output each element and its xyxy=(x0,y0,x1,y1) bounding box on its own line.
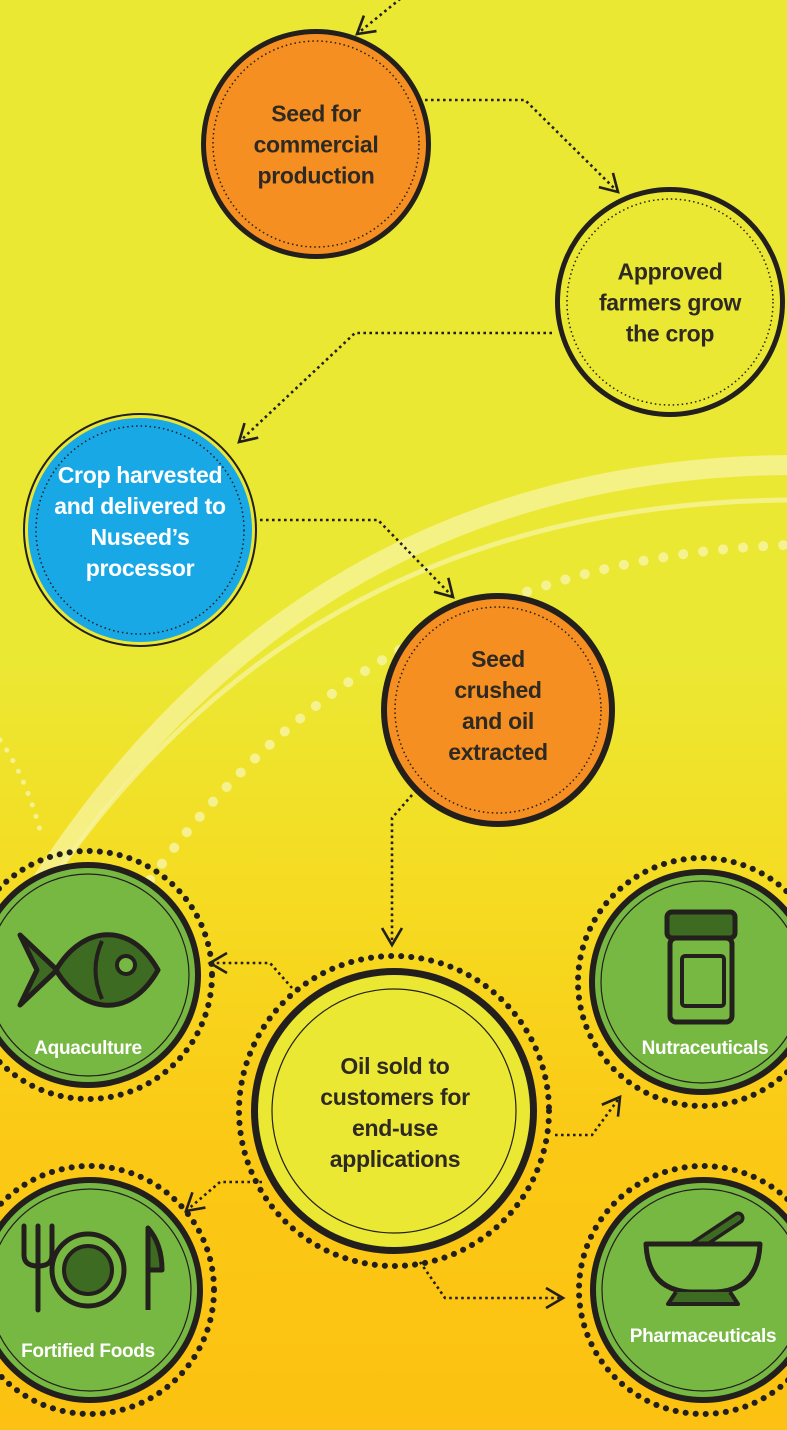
supplement-jar-icon xyxy=(664,909,738,1025)
background-arcs xyxy=(0,455,787,906)
node-aquaculture xyxy=(0,848,215,1102)
node-seed-crushed xyxy=(381,593,615,827)
application-label-fortified-foods: Fortified Foods xyxy=(21,1341,155,1362)
step-label-farmers: Approved farmers grow the crop xyxy=(598,258,742,347)
arrow-oil-to-pharmaceuticals xyxy=(418,1261,566,1310)
arrow-oil-to-nutraceuticals xyxy=(555,1094,622,1137)
plate-fork-knife-icon xyxy=(21,1223,165,1313)
arrow-oil-to-fortified-foods xyxy=(184,1180,262,1213)
node-crop-harvested xyxy=(23,413,257,647)
arrow-farmers-to-harvest xyxy=(237,331,552,444)
flow-connectors xyxy=(184,0,622,1310)
arc-thin xyxy=(42,497,787,892)
node-pharmaceuticals xyxy=(576,1163,787,1417)
arrow-seed-to-farmers xyxy=(425,98,620,194)
step-label-oil: Oil sold to customers for end-use applic… xyxy=(320,1053,470,1172)
arrow-crush-to-oil xyxy=(380,794,413,948)
arc-wide xyxy=(21,455,787,906)
arrow-into-seed xyxy=(355,0,401,36)
step-label-crush: Seed crushed and oil extracted xyxy=(448,646,548,765)
node-nutraceuticals xyxy=(575,855,787,1109)
node-fortified-foods xyxy=(0,1163,217,1417)
arc-dotted-left xyxy=(0,737,43,833)
node-seed-commercial xyxy=(201,29,431,259)
application-label-aquaculture: Aquaculture xyxy=(34,1038,142,1059)
node-approved-farmers xyxy=(555,187,785,417)
application-label-nutraceuticals: Nutraceuticals xyxy=(641,1038,769,1059)
mortar-pestle-icon xyxy=(643,1211,763,1306)
fish-icon xyxy=(17,932,161,1008)
arrow-oil-to-aquaculture xyxy=(207,951,293,989)
step-label-harvest: Crop harvested and delivered to Nuseed’s… xyxy=(54,462,226,581)
step-label-seed: Seed for commercial production xyxy=(253,100,379,189)
application-label-pharmaceuticals: Pharmaceuticals xyxy=(629,1326,777,1347)
node-oil-sold xyxy=(236,953,552,1269)
